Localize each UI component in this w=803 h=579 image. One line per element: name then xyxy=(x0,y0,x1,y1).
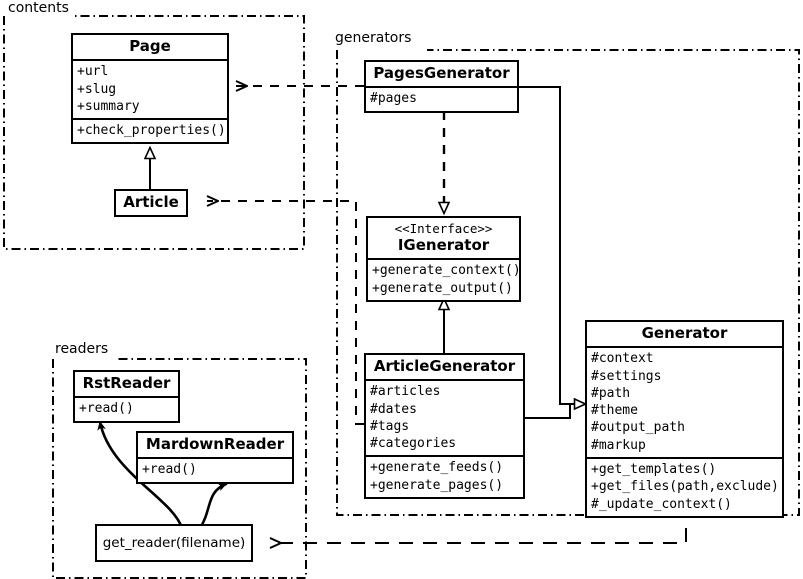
class-box-page[interactable]: Page +url +slug +summary +check_properti… xyxy=(71,33,229,145)
class-name-page: Page xyxy=(73,35,227,60)
creates-get-reader-to-mardownreader xyxy=(198,482,228,530)
class-operations-generator: +get_templates() +get_files(path,exclude… xyxy=(587,456,782,516)
package-frame-generators xyxy=(336,49,800,516)
class-box-pagesgenerator[interactable]: PagesGenerator #pages xyxy=(364,60,519,113)
package-label-generators: generators xyxy=(333,30,414,46)
class-attributes-page: +url +slug +summary xyxy=(73,59,227,119)
function-label-get-reader: get_reader(filename) xyxy=(102,535,246,551)
class-name-pagesgenerator: PagesGenerator xyxy=(366,62,517,87)
class-operations-page: +check_properties() xyxy=(73,118,227,143)
class-attributes-pagesgenerator: #pages xyxy=(366,86,517,111)
class-box-generator[interactable]: Generator #context #settings #path #them… xyxy=(585,320,784,518)
dependency-articlegenerator-to-article xyxy=(207,201,364,425)
package-frame-contents xyxy=(3,15,305,250)
class-name-article: Article xyxy=(116,191,186,216)
class-attributes-articlegenerator: #articles #dates #tags #categories xyxy=(366,379,523,456)
class-name-label-igenerator: IGenerator xyxy=(397,236,490,254)
class-box-rstreader[interactable]: RstReader +read() xyxy=(73,370,180,423)
class-operations-igenerator: +generate_context() +generate_output() xyxy=(368,258,521,300)
class-name-igenerator: <<Interface>> IGenerator xyxy=(368,218,519,259)
package-frame-readers xyxy=(52,358,307,579)
package-label-readers: readers xyxy=(53,341,111,357)
class-name-mardownreader: MardownReader xyxy=(138,433,292,458)
class-name-rstreader: RstReader xyxy=(75,372,178,397)
class-operations-mardownreader: +read() xyxy=(138,457,292,482)
class-box-mardownreader[interactable]: MardownReader +read() xyxy=(136,431,294,484)
class-box-articlegenerator[interactable]: ArticleGenerator #articles #dates #tags … xyxy=(364,353,525,499)
generalization-generators-to-generator xyxy=(519,86,585,419)
package-label-contents: contents xyxy=(6,0,71,16)
class-name-articlegenerator: ArticleGenerator xyxy=(366,355,523,380)
class-stereotype-igenerator: <<Interface>> xyxy=(394,221,493,236)
class-operations-rstreader: +read() xyxy=(75,396,178,421)
class-name-generator: Generator xyxy=(587,322,782,347)
class-operations-articlegenerator: +generate_feeds() +generate_pages() xyxy=(366,455,523,497)
function-box-get-reader[interactable]: get_reader(filename) xyxy=(95,524,253,562)
class-box-article[interactable]: Article xyxy=(114,189,188,218)
class-box-igenerator[interactable]: <<Interface>> IGenerator +generate_conte… xyxy=(366,216,521,302)
class-attributes-generator: #context #settings #path #theme #output_… xyxy=(587,346,782,457)
